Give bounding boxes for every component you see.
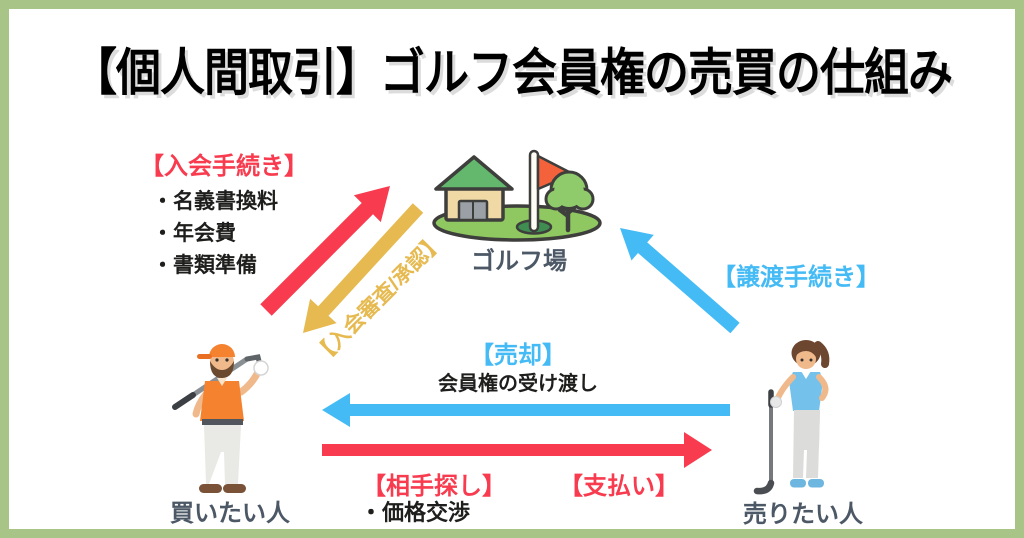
arrow-buyer-to-course	[260, 186, 390, 316]
arrow-seller-to-course	[620, 228, 740, 334]
sale-block: 【売却】 会員権の受け渡し	[438, 343, 598, 396]
page-title-main: ゴルフ会員権の売買の仕組み	[380, 44, 953, 102]
cap	[209, 344, 235, 357]
admission-procedure-block: 【入会手続き】 ・名義書換料 ・年会費 ・書類準備	[140, 153, 308, 282]
golf-course-illustration	[432, 149, 602, 242]
golfer-woman-icon	[753, 340, 830, 495]
admission-item: ・年会費	[152, 222, 236, 245]
buyer-label: 買いたい人	[170, 500, 290, 527]
sale-title: 【売却】	[470, 342, 566, 369]
admission-item: ・書類準備	[152, 254, 257, 277]
golf-glove	[770, 396, 782, 408]
payment-label: 【支払い】	[559, 473, 679, 500]
sale-note: 会員権の受け渡し	[438, 373, 598, 395]
shoe	[790, 479, 806, 488]
flag-icon	[515, 149, 575, 235]
arrow-seller-to-buyer	[322, 393, 730, 427]
golf-glove	[253, 360, 269, 376]
beard	[210, 361, 234, 378]
seller-label: 売りたい人	[743, 501, 863, 528]
price-negotiation-label: ・価格交渉	[360, 500, 471, 525]
arrow-course-to-buyer	[303, 203, 424, 333]
admission-title: 【入会手続き】	[140, 153, 308, 180]
arrow-buyer-to-seller	[322, 432, 712, 468]
golf-course-label: ゴルフ場	[471, 248, 567, 275]
transfer-procedure-label: 【譲渡手続き】	[712, 264, 880, 291]
waving-arm	[237, 368, 262, 396]
face	[796, 349, 816, 369]
tree-icon	[544, 170, 595, 233]
shoe	[199, 484, 222, 493]
admission-item: ・名義書換料	[152, 190, 278, 213]
page-title-tag: 【個人間取引】	[71, 44, 381, 102]
page-title: 【個人間取引】ゴルフ会員権の売買の仕組み	[0, 42, 1024, 105]
partner-search-label: 【相手探し】	[362, 473, 506, 500]
clubhouse-icon	[434, 155, 514, 222]
orange-shirt	[200, 381, 244, 421]
blue-shirt	[789, 372, 823, 411]
golfer-man-icon	[172, 344, 269, 493]
